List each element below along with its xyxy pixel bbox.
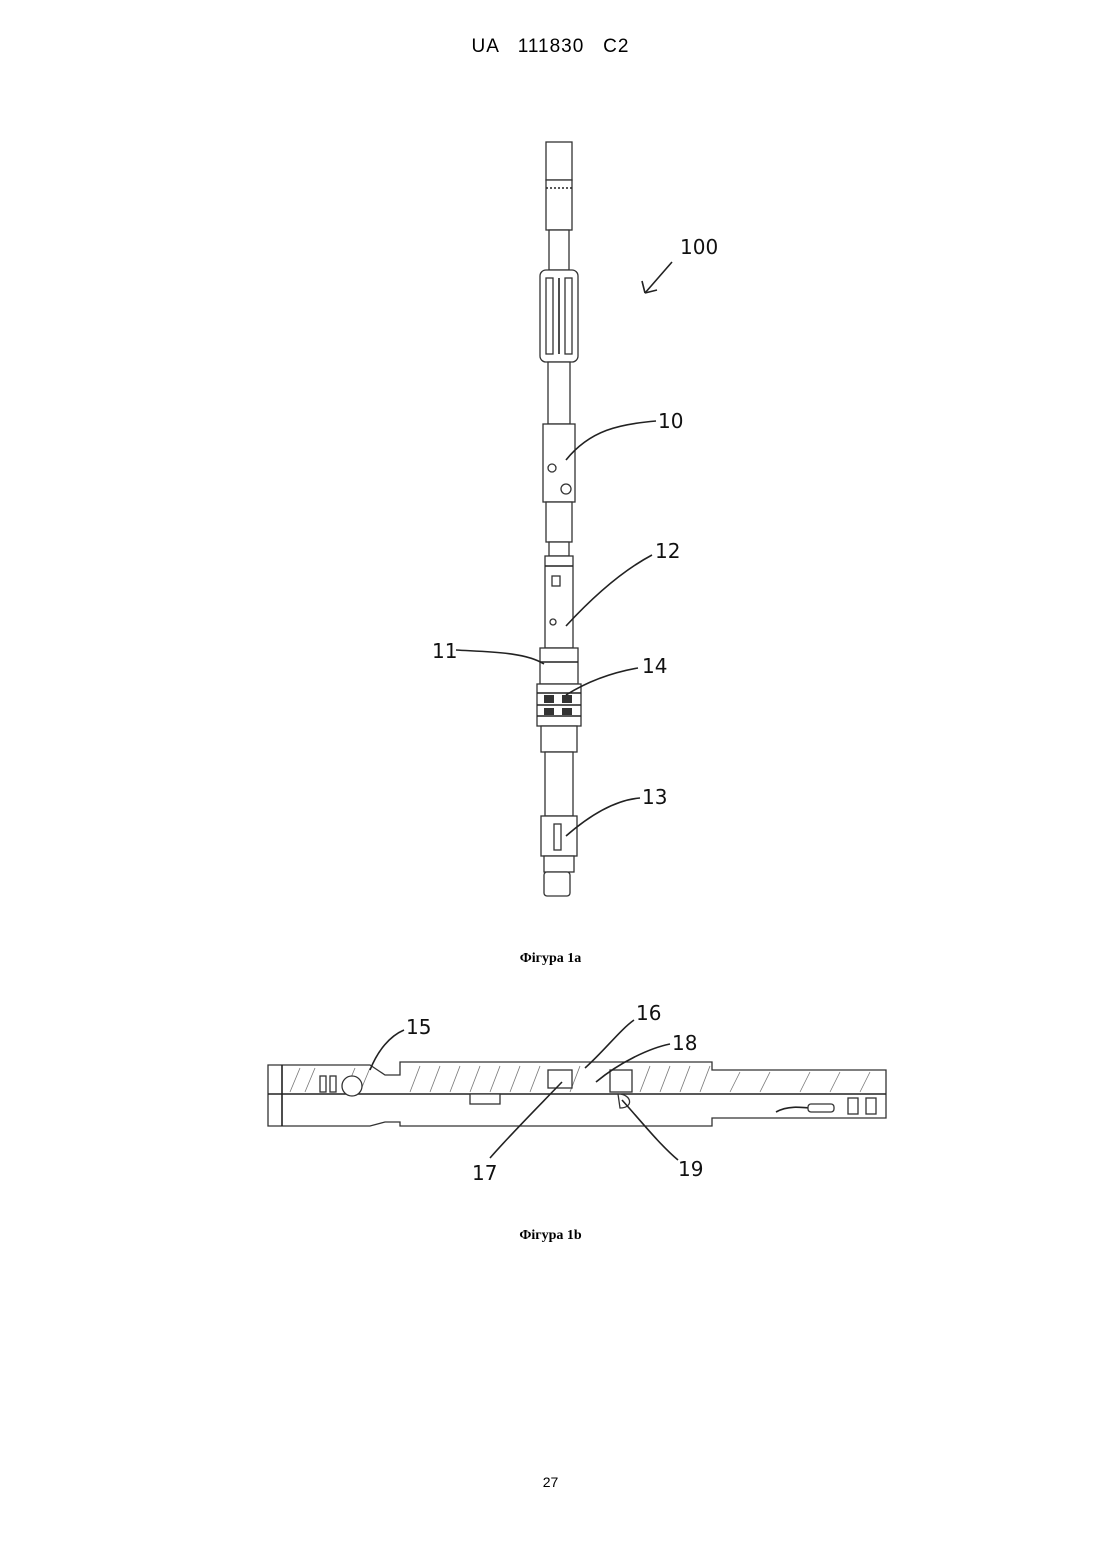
svg-text:19: 19 <box>678 1157 703 1181</box>
svg-text:17: 17 <box>472 1161 497 1185</box>
svg-text:18: 18 <box>672 1031 697 1055</box>
figure-1b-drawing: 15 16 18 17 19 <box>0 0 1101 1200</box>
page-number: 27 <box>0 1474 1101 1490</box>
svg-text:15: 15 <box>406 1015 431 1039</box>
figure-1b-caption: Фігура 1b <box>0 1228 1101 1244</box>
svg-text:16: 16 <box>636 1001 661 1025</box>
